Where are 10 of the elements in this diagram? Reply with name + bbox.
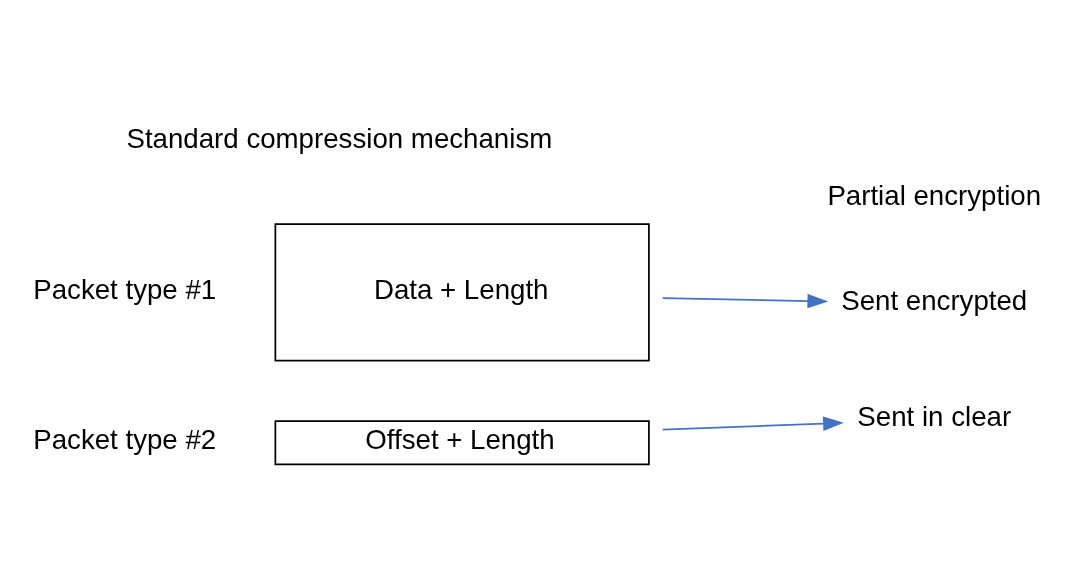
node-label: Packet type #2 <box>33 423 217 455</box>
node-text: Sent in clear <box>857 400 1012 432</box>
node-box: Data + Length <box>274 222 650 362</box>
arrow <box>661 293 829 308</box>
node-label: Packet type #1 <box>33 273 217 305</box>
arrow <box>661 415 844 431</box>
node-text: Sent encrypted <box>841 284 1028 316</box>
node-box: Offset + Length <box>274 419 650 465</box>
label: Standard compression mechanism <box>126 122 553 154</box>
label: Partial encryption <box>827 179 1042 211</box>
